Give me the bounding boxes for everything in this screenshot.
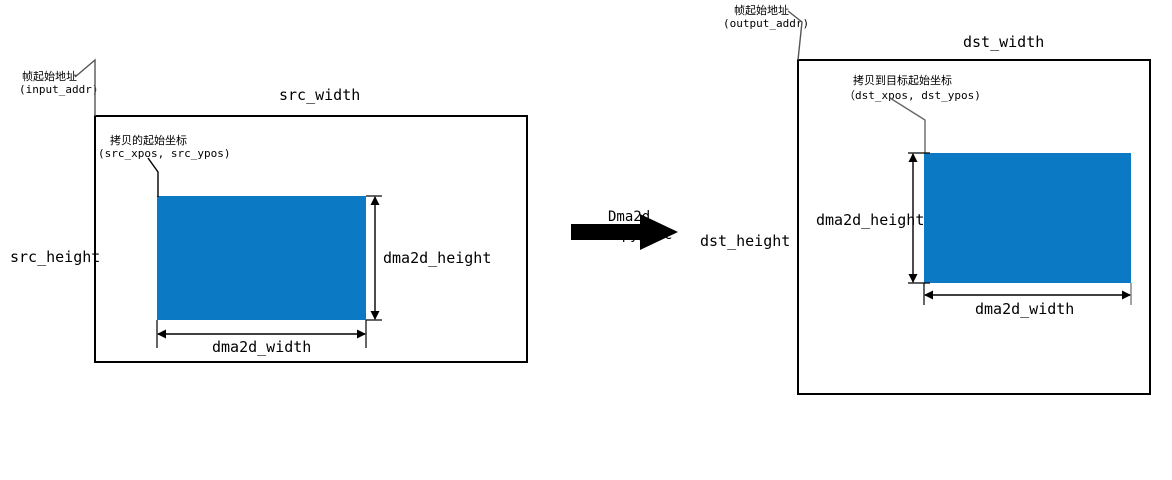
dst-pos-note-cn: 拷贝到目标起始坐标 bbox=[853, 74, 952, 87]
src-dma2d-width-label: dma2d_width bbox=[212, 338, 312, 356]
dst-dma2d-width-label: dma2d_width bbox=[975, 300, 1075, 318]
src-pos-note-var: (src_xpos, src_ypos) bbox=[98, 147, 231, 160]
dst-height-label: dst_height bbox=[700, 232, 791, 250]
src-pos-note-cn: 拷贝的起始坐标 bbox=[110, 134, 187, 147]
src-height-label: src_height bbox=[10, 248, 101, 266]
transfer-arrow-icon bbox=[571, 214, 678, 250]
src-width-dimension bbox=[156, 320, 367, 348]
dst-pos-leader bbox=[889, 97, 926, 154]
src-addr-note-var: (input_addr) bbox=[19, 83, 99, 96]
dest-copy-block bbox=[924, 153, 1131, 283]
dst-pos-note-var: （dst_xpos, dst_ypos) bbox=[844, 89, 981, 102]
transfer-op-line1: Dma2d bbox=[608, 209, 651, 225]
dst-width-label: dst_width bbox=[963, 33, 1045, 51]
src-addr-note-cn: 帧起始地址 bbox=[22, 70, 77, 83]
dst-addr-note-cn: 帧起始地址 bbox=[734, 4, 789, 17]
dst-addr-leader bbox=[787, 10, 803, 61]
source-copy-block bbox=[157, 196, 366, 320]
src-pos-leader bbox=[147, 157, 159, 197]
src-addr-leader bbox=[74, 58, 96, 116]
src-width-label: src_width bbox=[279, 86, 361, 104]
dst-height-dimension bbox=[908, 152, 930, 284]
dst-width-dimension bbox=[923, 283, 1132, 305]
src-dma2d-height-label: dma2d_height bbox=[383, 249, 492, 267]
dst-dma2d-height-label: dma2d_height bbox=[816, 211, 925, 229]
src-height-dimension bbox=[366, 195, 382, 321]
dst-addr-note-var: (output_addr) bbox=[723, 17, 810, 30]
